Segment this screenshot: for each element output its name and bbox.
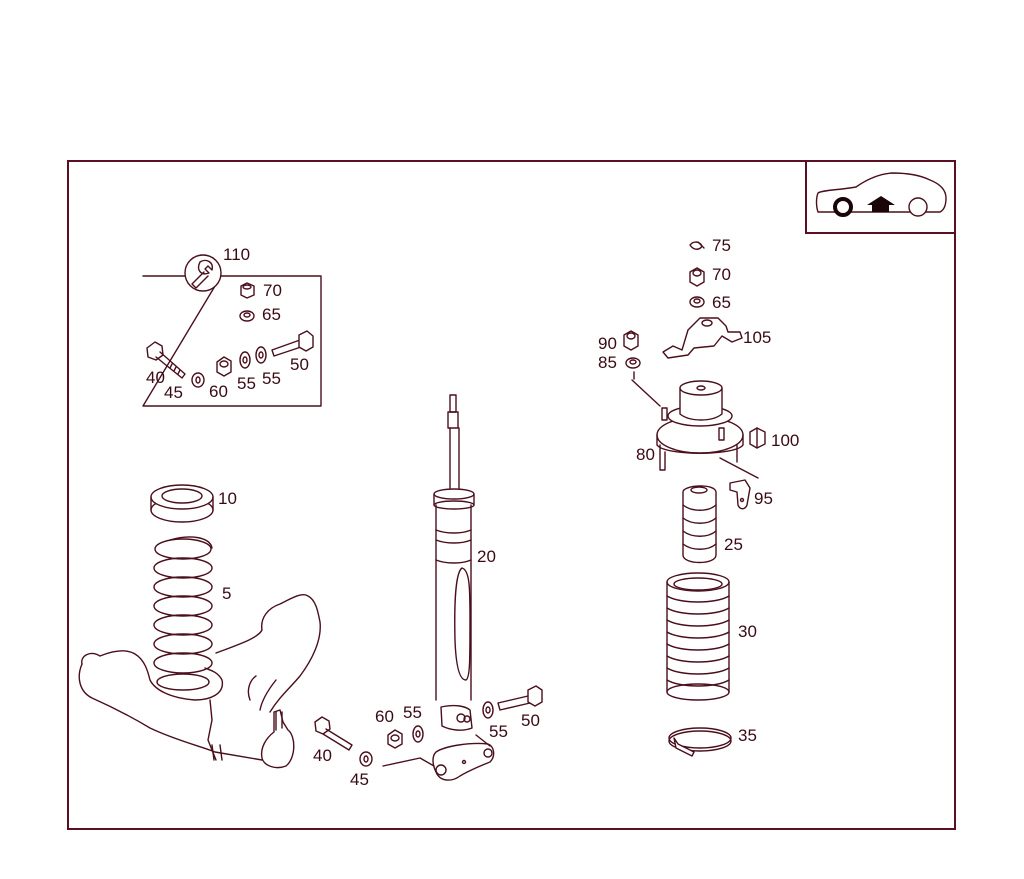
part-label-55: 55 bbox=[262, 369, 281, 388]
lower-control-arm bbox=[78, 594, 321, 769]
part-label-85: 85 bbox=[598, 353, 617, 372]
dust-boot bbox=[666, 572, 730, 701]
hose-clamp bbox=[668, 727, 732, 757]
part-label-50: 50 bbox=[290, 355, 309, 374]
spring-pad bbox=[150, 484, 214, 523]
part-label-110: 110 bbox=[223, 245, 251, 264]
part-label-55: 55 bbox=[489, 722, 508, 741]
part-label-55: 55 bbox=[403, 703, 422, 722]
part-label-25: 25 bbox=[724, 535, 743, 554]
part-label-40: 40 bbox=[146, 368, 165, 387]
part-label-60: 60 bbox=[209, 382, 228, 401]
upper-strut-mount bbox=[656, 380, 766, 510]
wrench-icon bbox=[191, 259, 214, 289]
part-label-55: 55 bbox=[237, 374, 256, 393]
diagram-frame bbox=[67, 160, 956, 830]
part-label-50: 50 bbox=[521, 711, 540, 730]
part-label-60: 60 bbox=[375, 707, 394, 726]
part-label-5: 5 bbox=[222, 584, 232, 603]
part-label-105: 105 bbox=[743, 328, 772, 347]
part-label-65: 65 bbox=[712, 293, 731, 312]
part-label-65: 65 bbox=[262, 305, 281, 324]
part-label-10: 10 bbox=[218, 489, 237, 508]
part-label-70: 70 bbox=[263, 281, 282, 300]
bump-stop bbox=[682, 485, 717, 564]
upper-mount-hardware bbox=[623, 241, 743, 407]
part-label-75: 75 bbox=[712, 236, 731, 255]
part-label-45: 45 bbox=[164, 383, 183, 402]
coil-spring bbox=[153, 536, 213, 691]
part-label-80: 80 bbox=[636, 445, 655, 464]
part-label-20: 20 bbox=[477, 547, 496, 566]
part-label-45: 45 bbox=[350, 770, 369, 789]
part-label-95: 95 bbox=[754, 489, 773, 508]
car-front-axle-icon bbox=[805, 161, 955, 234]
part-label-70: 70 bbox=[712, 265, 731, 284]
part-label-90: 90 bbox=[598, 334, 617, 353]
hardware-kit-box bbox=[142, 254, 322, 407]
part-label-35: 35 bbox=[738, 726, 757, 745]
part-label-40: 40 bbox=[313, 746, 332, 765]
part-label-30: 30 bbox=[738, 622, 757, 641]
lower-mount-hardware bbox=[314, 685, 543, 767]
shock-absorber bbox=[432, 394, 495, 781]
part-label-100: 100 bbox=[771, 431, 800, 450]
